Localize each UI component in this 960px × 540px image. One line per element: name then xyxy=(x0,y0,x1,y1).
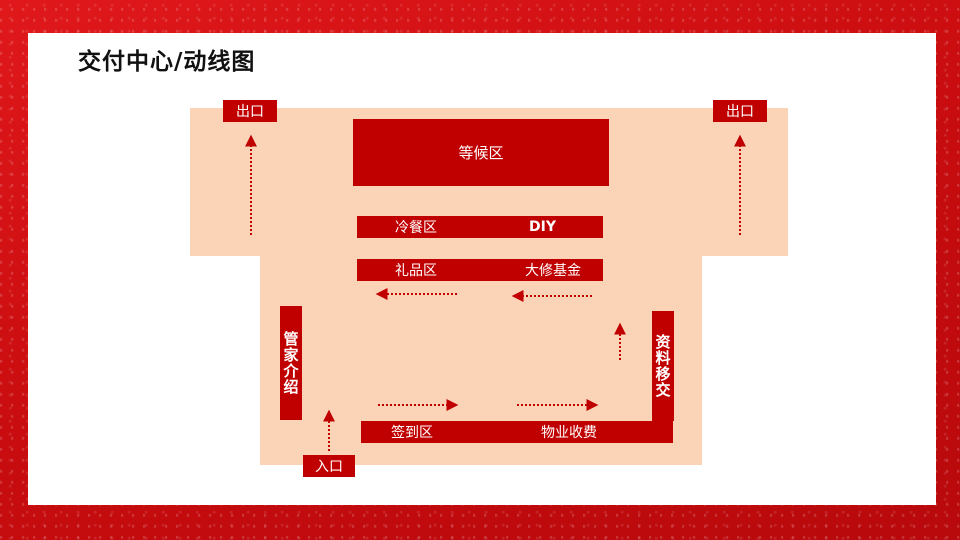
waiting-area: 等候区 xyxy=(353,119,609,186)
diy-label: DIY xyxy=(529,219,556,235)
page-title: 交付中心/动线图 xyxy=(78,49,256,75)
steward-intro-area: 管家介绍 xyxy=(280,306,302,420)
cold-meal-label: 冷餐区 xyxy=(395,220,437,236)
entrance-label: 入口 xyxy=(303,455,355,477)
gift-label: 礼品区 xyxy=(395,263,437,279)
gift-repair-fund-bar: 礼品区 大修基金 xyxy=(357,259,603,281)
property-fee-label: 物业收费 xyxy=(541,425,597,441)
checkin-property-fee-bar: 签到区 物业收费 xyxy=(361,421,673,443)
repair-fund-label: 大修基金 xyxy=(525,263,581,279)
exit-left-label: 出口 xyxy=(223,100,277,122)
docs-handover-area: 资料移交 xyxy=(652,311,674,421)
exit-right-label: 出口 xyxy=(713,100,767,122)
checkin-label: 签到区 xyxy=(391,425,433,441)
cold-meal-diy-bar: 冷餐区 DIY xyxy=(357,216,603,238)
